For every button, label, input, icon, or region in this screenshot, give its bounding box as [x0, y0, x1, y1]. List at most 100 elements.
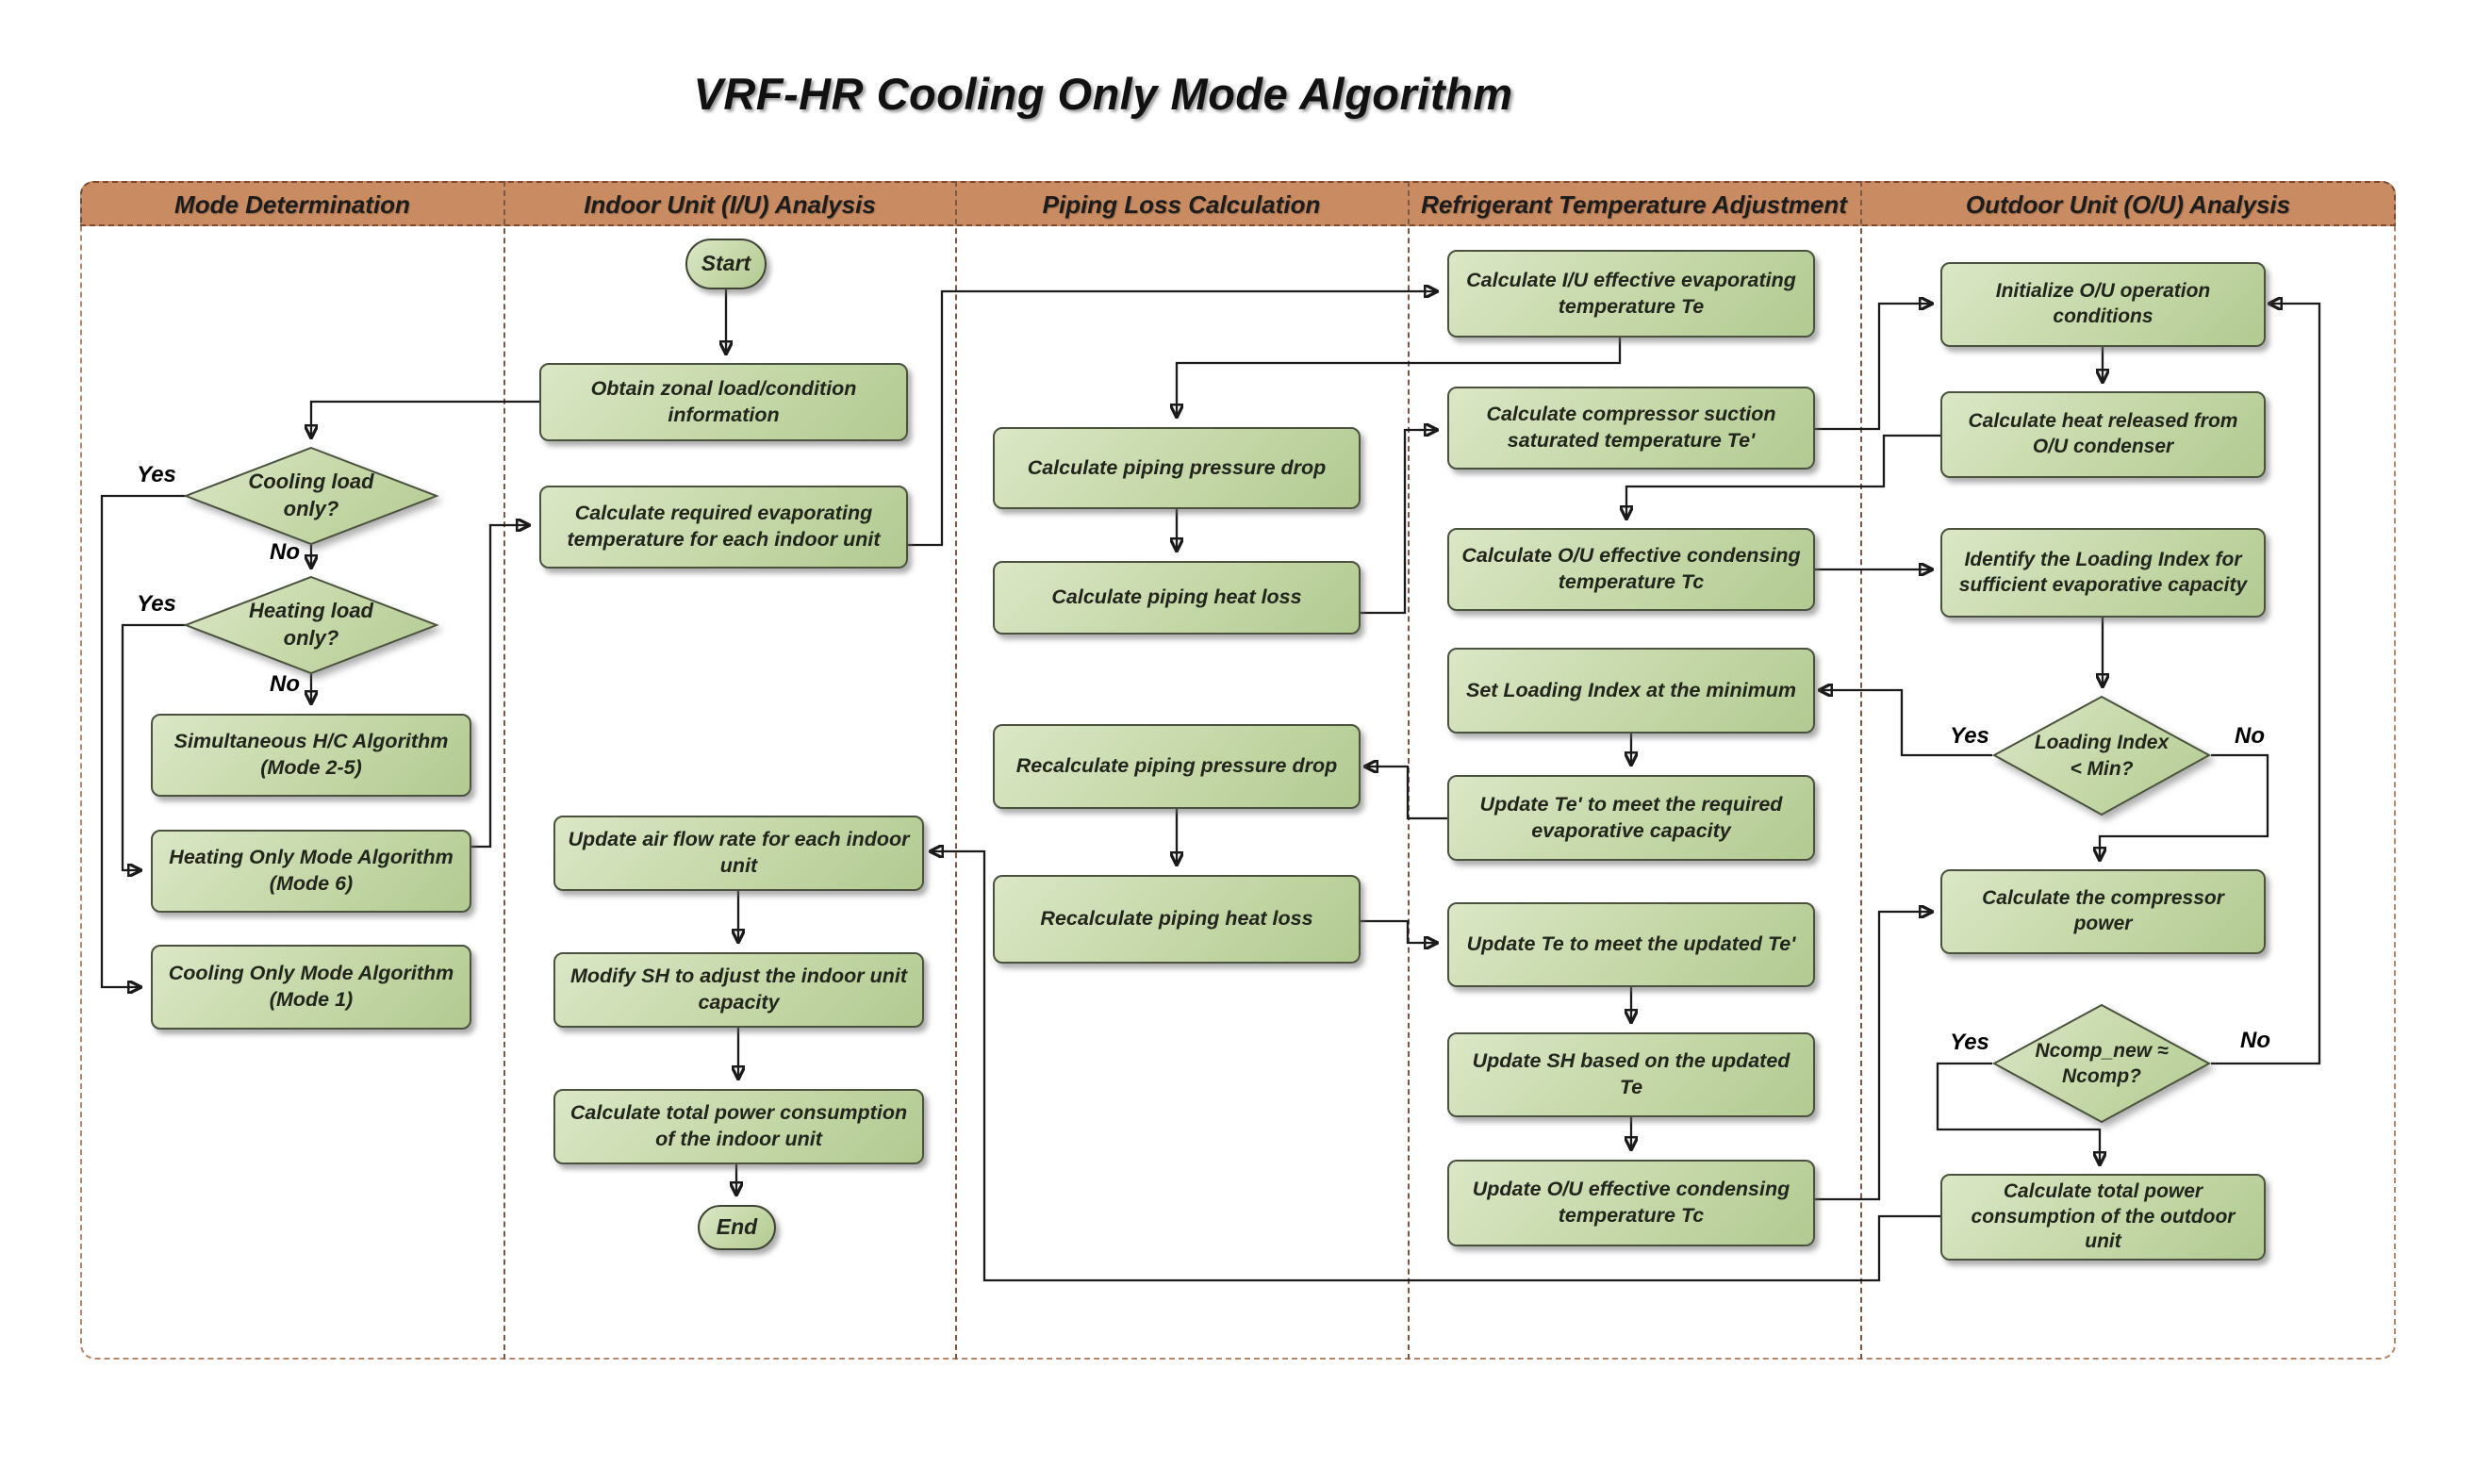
process-obtain-zonal-load: Obtain zonal load/condition information [539, 363, 908, 441]
lane-divider-2 [955, 181, 957, 1360]
branch-label-yes: Yes [137, 591, 176, 617]
edge-cooling-q-yes-to-mode1 [100, 494, 186, 987]
decision-cooling-load-only: Cooling load only? [183, 446, 439, 546]
process-label: Calculate piping pressure drop [1027, 455, 1327, 479]
edge-heating-q-yes-to-mode6 [121, 623, 186, 870]
process-modify-sh: Modify SH to adjust the indoor unit capa… [553, 952, 924, 1028]
process-cooling-only-mode1: Cooling Only Mode Algorithm (Mode 1) [151, 945, 471, 1030]
process-calc-pressure-drop: Calculate piping pressure drop [993, 427, 1361, 509]
edge-mode6-to-calc-required [471, 525, 528, 849]
process-calc-compressor-power: Calculate the compressor power [1940, 869, 2266, 954]
branch-label-yes: Yes [1950, 723, 1989, 749]
lane-header-outdoor-unit: Outdoor Unit (O/U) Analysis [1965, 190, 2291, 219]
edge-heat-loss-to-suction-te [1361, 430, 1436, 615]
lane-header-indoor-unit: Indoor Unit (I/U) Analysis [584, 190, 876, 219]
process-label: Update O/U effective condensing temperat… [1472, 1178, 1790, 1227]
edge-obtain-to-cooling-q [311, 400, 539, 437]
decision-ncomp: Ncomp_new ≈ Ncomp? [1991, 1003, 2212, 1124]
process-label: Set Loading Index at the minimum [1465, 678, 1796, 701]
process-identify-loading-index: Identify the Loading Index for sufficien… [1940, 528, 2266, 618]
lane-header-refrigerant-temp: Refrigerant Temperature Adjustment [1421, 190, 1847, 219]
diamond-outline [1991, 1003, 2212, 1124]
process-recalc-pressure-drop: Recalculate piping pressure drop [993, 724, 1361, 809]
edge-outdoor-power-feedback-to-airflow [932, 851, 1940, 1282]
branch-label-yes: Yes [137, 462, 176, 487]
decision-heating-load-only: Heating load only? [183, 575, 439, 675]
lane-header-piping-loss: Piping Loss Calculation [1042, 190, 1321, 219]
branch-label-yes: Yes [1950, 1030, 1989, 1055]
lane-divider-4 [1860, 181, 1862, 1360]
decision-label: Loading Index < Min? [2034, 732, 2170, 780]
process-calc-ou-tc: Calculate O/U effective condensing tempe… [1447, 528, 1815, 611]
process-simultaneous-hc: Simultaneous H/C Algorithm (Mode 2-5) [151, 714, 471, 797]
decision-label: Ncomp_new ≈ Ncomp? [2035, 1039, 2169, 1087]
branch-label-no: No [270, 539, 300, 565]
process-label: Calculate total power consumption of the… [569, 1101, 908, 1150]
terminator-end: End [698, 1205, 776, 1250]
process-label: Calculate piping heat loss [1051, 585, 1302, 609]
edge-ncomp-yes-to-outdoor-power [1936, 1062, 2100, 1163]
process-label: Identify the Loading Index for sufficien… [1958, 548, 2248, 596]
edge-update-ou-tc-to-comp-power [1815, 912, 1931, 1201]
lane-header-mode-determination: Mode Determination [174, 190, 410, 219]
page-title: VRF-HR Cooling Only Mode Algorithm [693, 69, 1513, 119]
process-label: Update air flow rate for each indoor uni… [568, 828, 910, 877]
edge-loading-q-yes-to-setload [1821, 690, 1992, 757]
edge-iu-te-to-pressure-drop [1177, 338, 1622, 416]
process-label: Recalculate piping heat loss [1040, 907, 1313, 931]
process-label: Calculate the compressor power [1982, 887, 2224, 934]
decision-label: Cooling load only? [248, 470, 374, 520]
process-label: Modify SH to adjust the indoor unit capa… [569, 965, 908, 1014]
terminator-start: Start [685, 239, 767, 289]
process-update-te: Update Te to meet the updated Te' [1447, 902, 1815, 987]
branch-label-no: No [270, 671, 300, 697]
process-label: Cooling Only Mode Algorithm (Mode 1) [168, 962, 454, 1011]
process-label: Initialize O/U operation conditions [1995, 280, 2211, 327]
process-label: Calculate required evaporating temperatu… [567, 502, 881, 551]
process-label: Calculate total power consumption of the… [1971, 1179, 2236, 1253]
process-calc-suction-te: Calculate compressor suction saturated t… [1447, 387, 1815, 470]
process-heating-only-mode6: Heating Only Mode Algorithm (Mode 6) [151, 830, 471, 913]
process-label: Obtain zonal load/condition information [590, 376, 857, 426]
process-update-sh: Update SH based on the updated Te [1447, 1032, 1815, 1117]
process-update-airflow: Update air flow rate for each indoor uni… [553, 816, 924, 891]
edge-heat-released-to-ou-tc [1626, 434, 1940, 518]
branch-label-no: No [2240, 1028, 2270, 1053]
process-calc-iu-te: Calculate I/U effective evaporating temp… [1447, 250, 1815, 338]
edge-reheat-to-update-te [1361, 919, 1436, 943]
process-set-loading-min: Set Loading Index at the minimum [1447, 648, 1815, 734]
process-label: Update Te' to meet the required evaporat… [1479, 792, 1783, 842]
process-total-power-indoor: Calculate total power consumption of the… [553, 1089, 924, 1164]
process-label: Recalculate piping pressure drop [1015, 754, 1338, 778]
process-label: Calculate heat released from O/U condens… [1968, 410, 2238, 457]
process-label: Update Te to meet the updated Te' [1466, 932, 1796, 956]
swimlane-header-band [80, 181, 2396, 226]
process-label: Calculate O/U effective condensing tempe… [1461, 544, 1801, 593]
edge-update-te-prime-to-repressure [1366, 767, 1447, 820]
terminator-label: Start [701, 251, 751, 276]
branch-label-no: No [2235, 723, 2265, 749]
process-update-te-prime: Update Te' to meet the required evaporat… [1447, 775, 1815, 861]
decision-label: Heating load only? [248, 599, 373, 650]
edge-loading-q-no-to-comp-power [2100, 753, 2269, 859]
edge-ncomp-no-to-init-ou [2211, 304, 2321, 1065]
process-heat-released: Calculate heat released from O/U condens… [1940, 391, 2266, 478]
process-update-ou-tc: Update O/U effective condensing temperat… [1447, 1160, 1815, 1246]
diamond-outline [1991, 695, 2212, 816]
edge-suction-te-to-init-ou [1815, 304, 1931, 431]
process-label: Update SH based on the updated Te [1472, 1049, 1790, 1098]
terminator-label: End [716, 1214, 758, 1240]
process-label: Calculate I/U effective evaporating temp… [1466, 268, 1796, 318]
process-init-ou: Initialize O/U operation conditions [1940, 262, 2266, 347]
process-total-power-outdoor: Calculate total power consumption of the… [1940, 1174, 2266, 1261]
process-label: Calculate compressor suction saturated t… [1486, 403, 1776, 452]
process-label: Simultaneous H/C Algorithm (Mode 2-5) [173, 730, 449, 779]
process-calc-heat-loss: Calculate piping heat loss [993, 561, 1361, 635]
process-label: Heating Only Mode Algorithm (Mode 6) [169, 846, 454, 895]
edge-calc-required-to-iu-te [908, 291, 1436, 547]
decision-loading-index-min: Loading Index < Min? [1991, 695, 2212, 816]
lane-divider-1 [503, 181, 505, 1360]
process-recalc-heat-loss: Recalculate piping heat loss [993, 875, 1361, 964]
